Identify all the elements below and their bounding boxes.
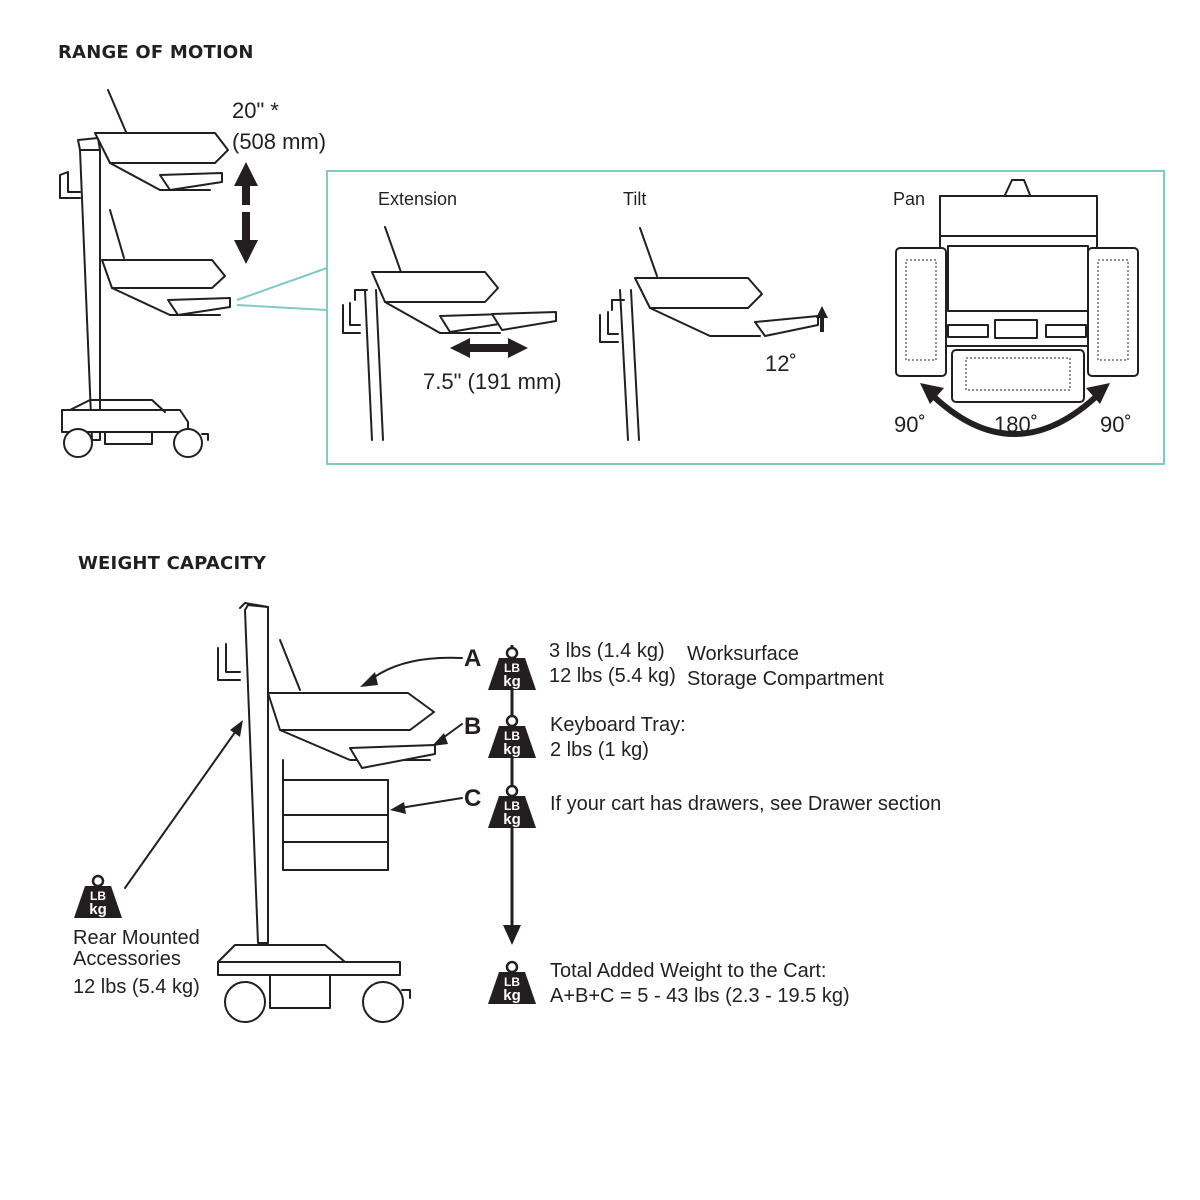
tilt-value: 12˚	[765, 351, 797, 376]
pointer-arrows	[124, 656, 463, 889]
rear-line-3: 12 lbs (5.4 kg)	[73, 976, 200, 998]
weight-icon-total: LB kg	[486, 960, 538, 1006]
total-line-2: A+B+C = 5 - 43 lbs (2.3 - 19.5 kg)	[550, 985, 850, 1007]
weight-icon-label: kg	[503, 811, 521, 828]
weight-icon-label: LB	[504, 975, 520, 989]
weight-icon-label: LB	[90, 889, 106, 903]
detail-callout	[236, 170, 1165, 465]
point-a-line-2: 12 lbs (5.4 kg)	[549, 665, 676, 687]
weight-icon-b: LB kg	[486, 714, 538, 760]
weight-icon-label: LB	[504, 799, 520, 813]
section-heading-range-of-motion: RANGE OF MOTION	[58, 42, 254, 63]
point-b-line-2: 2 lbs (1 kg)	[550, 739, 649, 761]
weight-icon-a: LB kg	[486, 646, 538, 692]
weight-icon-label: kg	[503, 741, 521, 758]
pan-right-value: 90˚	[1100, 412, 1132, 437]
pan-illustration	[895, 179, 1139, 437]
weight-icon-rear: LB kg	[72, 874, 124, 920]
point-letter-b: B	[464, 713, 482, 740]
height-metric: (508 mm)	[232, 129, 327, 154]
extension-illustration	[342, 226, 557, 441]
tilt-title: Tilt	[623, 189, 647, 209]
weight-icon-label: LB	[504, 661, 520, 675]
pan-title: Pan	[893, 189, 926, 209]
weight-icon-label: kg	[503, 987, 521, 1004]
point-a-line-1: 3 lbs (1.4 kg)	[549, 640, 665, 662]
weight-icon-label: LB	[504, 729, 520, 743]
point-b-line-1: Keyboard Tray:	[550, 714, 686, 736]
cart-illustration-weight	[217, 602, 436, 1023]
tilt-illustration	[599, 227, 828, 441]
rear-line-1: Rear Mounted	[73, 927, 200, 949]
point-c-line-1: If your cart has drawers, see Drawer sec…	[550, 793, 942, 815]
pan-center-value: 180˚	[994, 412, 1039, 437]
point-letter-a: A	[464, 645, 482, 672]
point-letter-c: C	[464, 785, 482, 812]
cart-illustration-height	[59, 89, 231, 458]
section-heading-weight-capacity: WEIGHT CAPACITY	[78, 553, 267, 574]
weight-icon-label: kg	[89, 901, 107, 918]
weight-icon-label: kg	[503, 673, 521, 690]
extension-value: 7.5" (191 mm)	[423, 369, 562, 394]
weight-icon-c: LB kg	[486, 784, 538, 830]
point-a-name-1: Worksurface	[687, 643, 799, 665]
height-arrow	[234, 162, 258, 264]
pan-left-value: 90˚	[894, 412, 926, 437]
extension-title: Extension	[378, 189, 458, 209]
height-value: 20" *	[232, 98, 279, 123]
rear-line-2: Accessories	[73, 948, 181, 970]
total-line-1: Total Added Weight to the Cart:	[550, 960, 827, 982]
point-a-name-2: Storage Compartment	[687, 668, 884, 690]
